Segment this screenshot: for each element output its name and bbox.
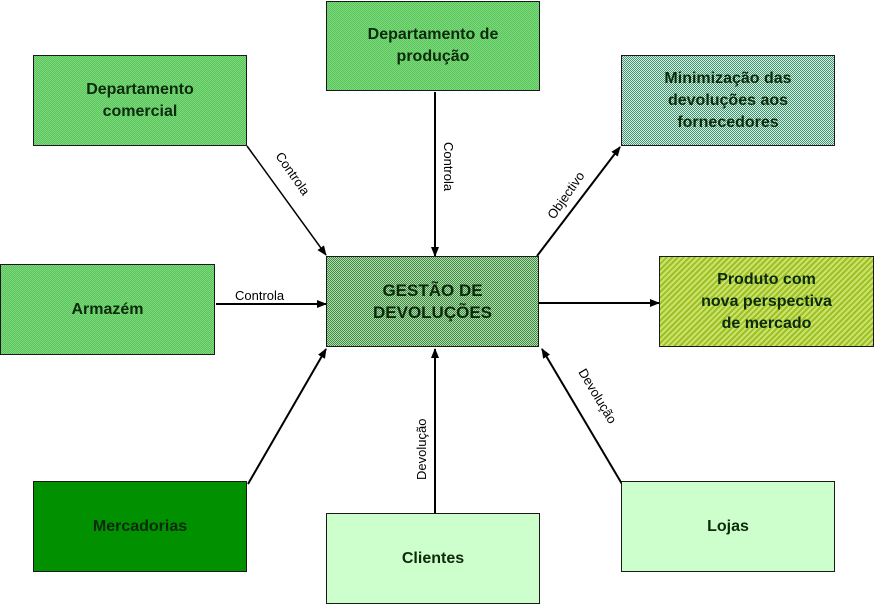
node-label: GESTÃO DE DEVOLUÇÕES <box>372 280 493 322</box>
node-lojas: Lojas <box>621 481 835 572</box>
arrow-comercial-to-center <box>246 145 327 256</box>
node-departamento-comercial: Departamento comercial <box>33 55 247 146</box>
node-armazem: Armazém <box>0 264 215 355</box>
node-clientes: Clientes <box>326 513 540 604</box>
edge-label-comercial: Controla <box>273 149 314 198</box>
node-label: Lojas <box>707 517 749 535</box>
node-minimizacao-devolucoes: Minimização das devoluções aos fornecedo… <box>621 55 835 146</box>
edge-label-armazem: Controla <box>235 288 285 303</box>
edge-label-objectivo: Objectivo <box>544 169 587 222</box>
arrow-lojas-to-center <box>541 348 623 485</box>
arrow-center-to-minimizacao <box>536 146 621 257</box>
node-produto-nova-perspectiva: Produto com nova perspectiva de mercado <box>659 256 874 347</box>
node-label: Departamento de produção <box>367 26 499 65</box>
node-label: Produto com nova perspectiva de mercado <box>701 270 832 332</box>
node-label: Armazém <box>71 300 144 318</box>
arrow-mercadorias-to-center <box>247 348 327 485</box>
node-label: Minimização das devoluções aos fornecedo… <box>664 69 792 131</box>
edge-label-clientes: Devolução <box>414 419 429 480</box>
node-label: Mercadorias <box>92 517 188 535</box>
edge-label-producao: Controla <box>441 142 456 192</box>
node-label: Clientes <box>401 549 465 567</box>
node-gestao-devolucoes: GESTÃO DE DEVOLUÇÕES <box>326 256 539 347</box>
node-departamento-producao: Departamento de produção <box>326 1 540 91</box>
node-label: Departamento comercial <box>86 80 194 120</box>
node-mercadorias: Mercadorias <box>33 481 247 572</box>
